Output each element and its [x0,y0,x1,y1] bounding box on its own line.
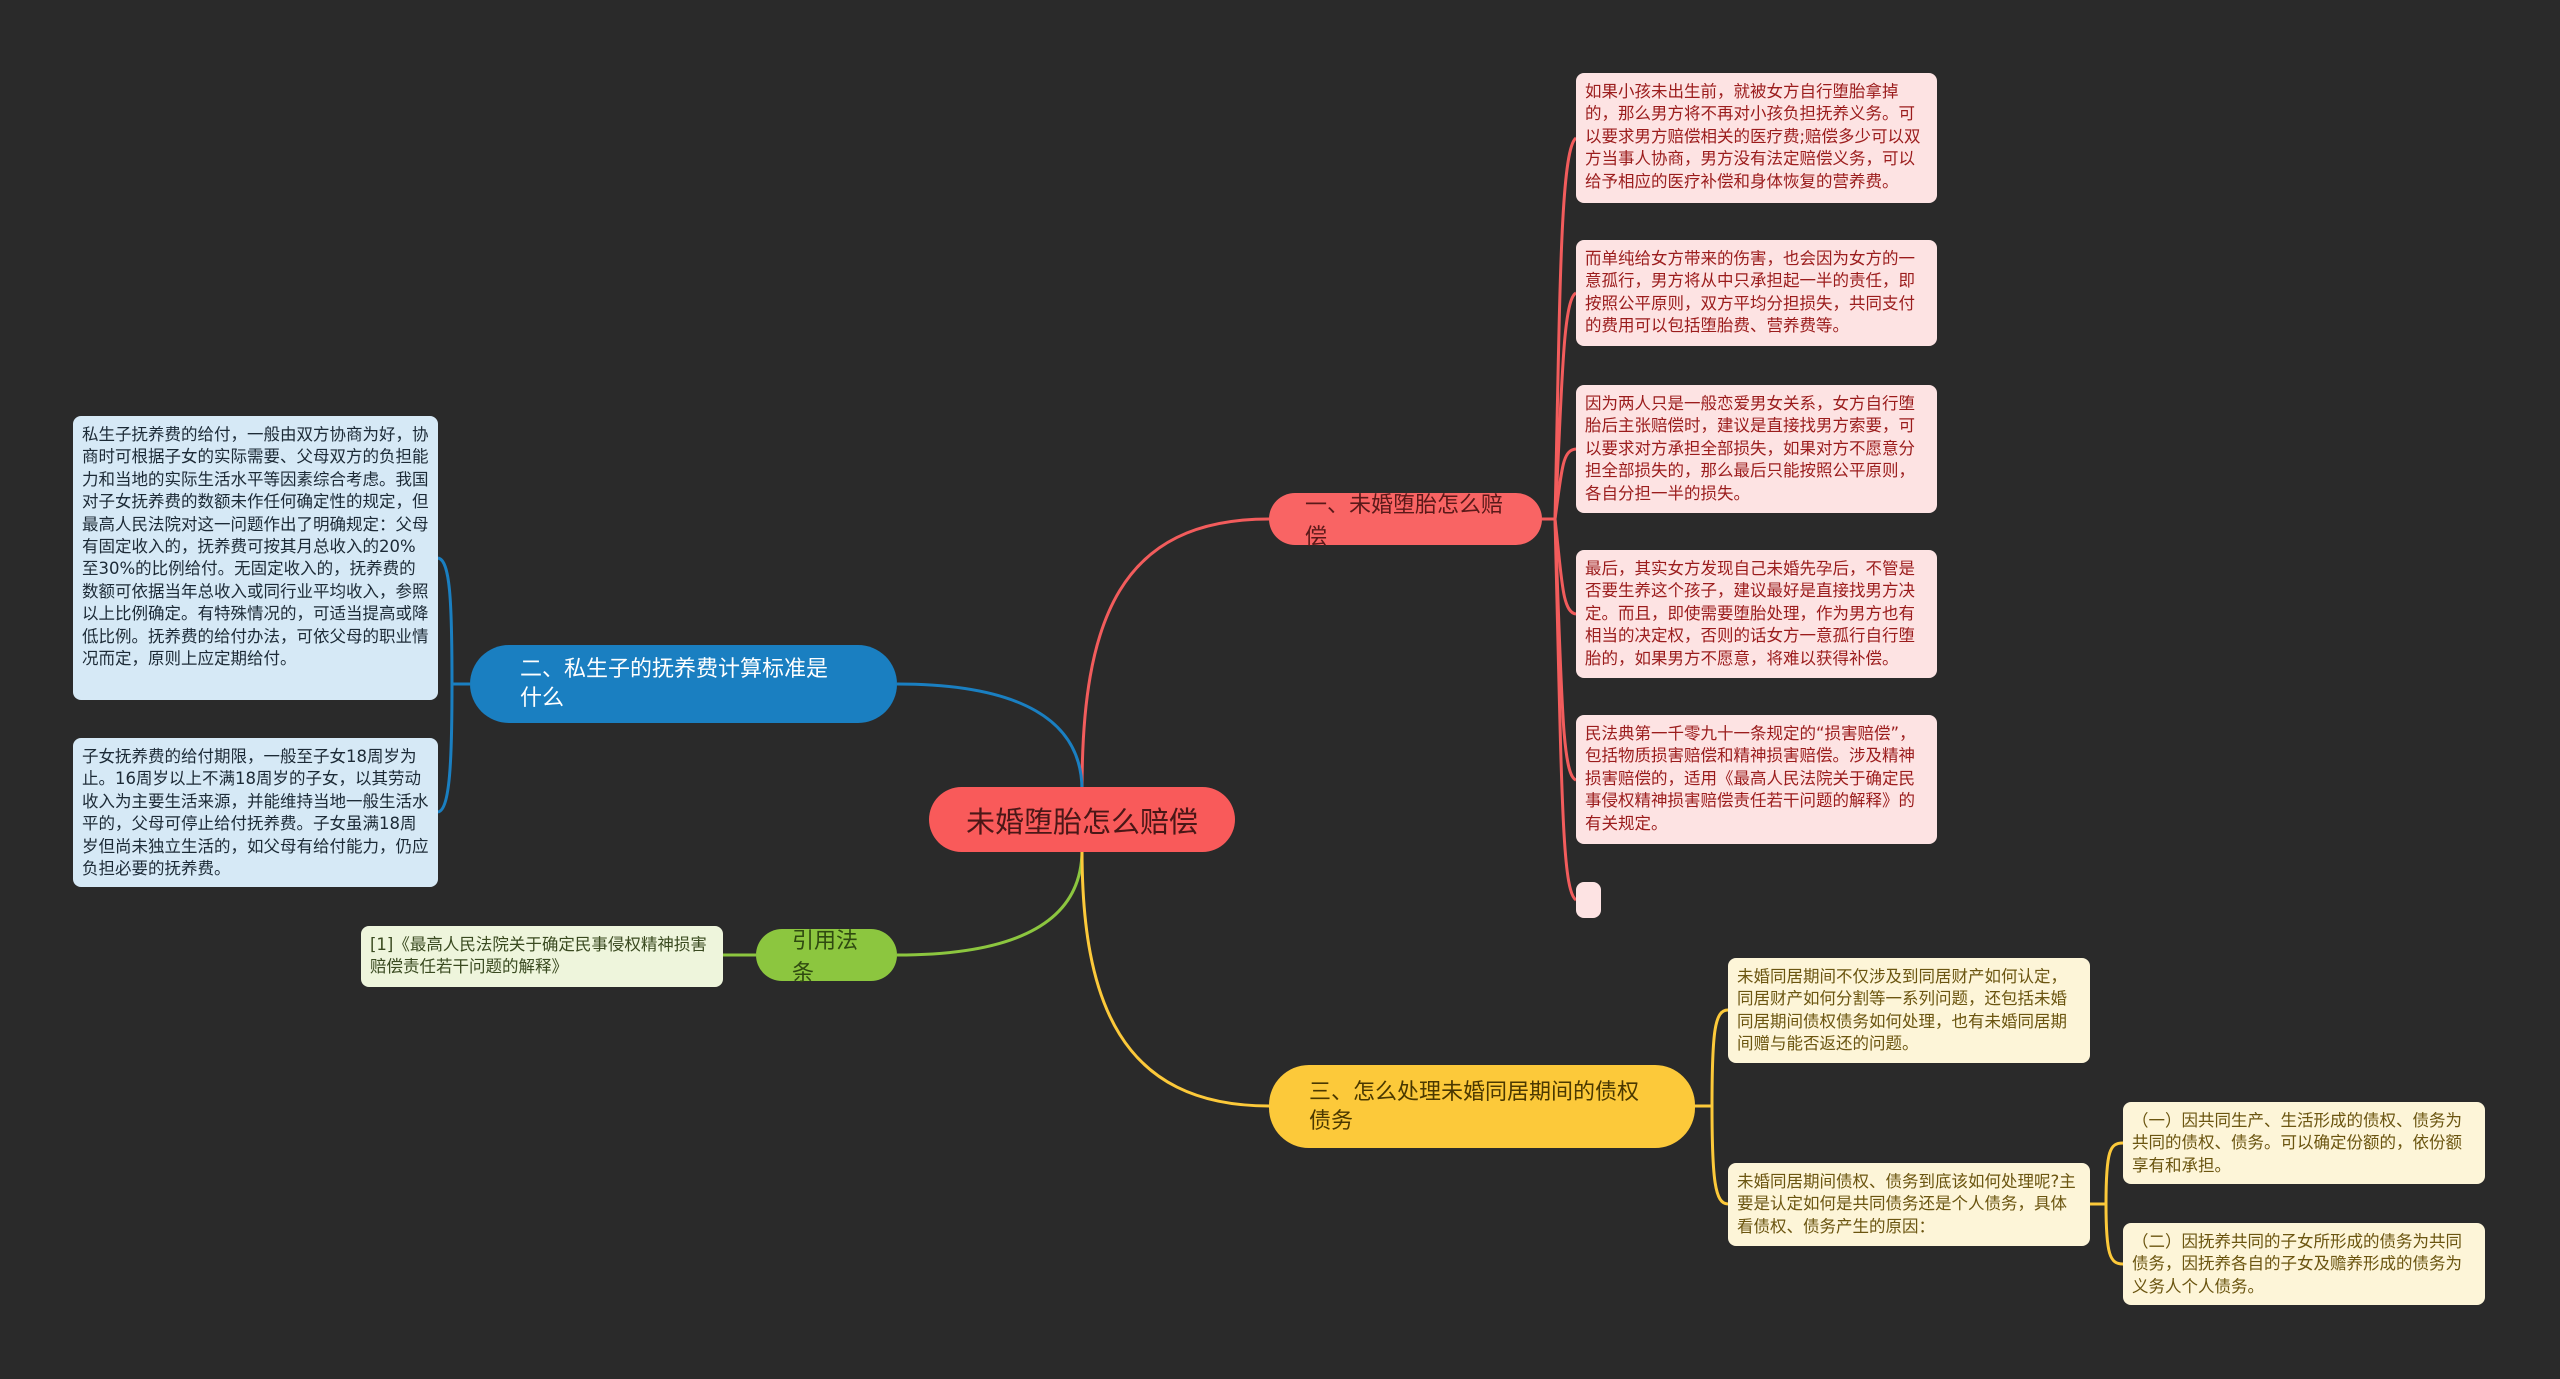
branch-2-topic[interactable]: 二、私生子的抚养费计算标准是什么 [470,645,897,723]
note-text: [1]《最高人民法院关于确定民事侵权精神损害赔偿责任若干问题的解释》 [370,935,707,977]
note-text: 因为两人只是一般恋爱男女关系，女方自行堕胎后主张赔偿时，建议是直接找男方索要，可… [1585,394,1915,503]
branch-label: 引用法条 [792,929,859,986]
branch-2-note-2[interactable]: 子女抚养费的给付期限，一般至子女18周岁为止。16周岁以上不满18周岁的子女，以… [73,738,438,887]
branch-2-note-1[interactable]: 私生子抚养费的给付，一般由双方协商为好，协商时可根据子女的实际需要、父母双方的负… [73,416,438,700]
branch-1-note-4[interactable]: 最后，其实女方发现自己未婚先孕后，不管是否要生养这个孩子，建议最好是直接找男方决… [1576,550,1937,678]
branch-1-topic[interactable]: 一、未婚堕胎怎么赔偿 [1269,493,1542,550]
branch-1-note-5[interactable]: 民法典第一千零九十一条规定的“损害赔偿”，包括物质损害赔偿和精神损害赔偿。涉及精… [1576,715,1937,844]
branch-1-note-3[interactable]: 因为两人只是一般恋爱男女关系，女方自行堕胎后主张赔偿时，建议是直接找男方索要，可… [1576,385,1937,513]
note-text: 未婚同居期间不仅涉及到同居财产如何认定，同居财产如何分割等一系列问题，还包括未婚… [1737,967,2067,1054]
branch-citation-topic[interactable]: 引用法条 [756,929,897,986]
branch-1-empty-note[interactable] [1576,882,1601,918]
branch-1-note-2[interactable]: 而单纯给女方带来的伤害，也会因为女方的一意孤行，男方将从中只承担起一半的责任，即… [1576,240,1937,346]
note-text: 而单纯给女方带来的伤害，也会因为女方的一意孤行，男方将从中只承担起一半的责任，即… [1585,249,1915,336]
branch-label: 三、怎么处理未婚同居期间的债权债务 [1309,1079,1640,1134]
note-text: 私生子抚养费的给付，一般由双方协商为好，协商时可根据子女的实际需要、父母双方的负… [82,425,429,669]
branch-3-subnote-2[interactable]: （二）因抚养共同的子女所形成的债务为共同债务，因抚养各自的子女及赡养形成的债务为… [2123,1223,2485,1305]
note-text: 未婚同居期间债权、债务到底该如何处理呢?主要是认定如何是共同债务还是个人债务，具… [1737,1172,2076,1236]
branch-3-note-2[interactable]: 未婚同居期间债权、债务到底该如何处理呢?主要是认定如何是共同债务还是个人债务，具… [1728,1163,2090,1246]
branch-3-topic[interactable]: 三、怎么处理未婚同居期间的债权债务 [1269,1065,1695,1148]
branch-label: 一、未婚堕胎怎么赔偿 [1305,493,1504,550]
note-text: 民法典第一千零九十一条规定的“损害赔偿”，包括物质损害赔偿和精神损害赔偿。涉及精… [1585,724,1916,833]
note-text: 如果小孩未出生前，就被女方自行堕胎拿掉的，那么男方将不再对小孩负担抚养义务。可以… [1585,82,1921,191]
note-text: （一）因共同生产、生活形成的债权、债务为共同的债权、债务。可以确定份额的，依份额… [2132,1111,2462,1175]
branch-label: 二、私生子的抚养费计算标准是什么 [520,657,829,711]
branch-3-subnote-1[interactable]: （一）因共同生产、生活形成的债权、债务为共同的债权、债务。可以确定份额的，依份额… [2123,1102,2485,1184]
citation-note[interactable]: [1]《最高人民法院关于确定民事侵权精神损害赔偿责任若干问题的解释》 [361,926,723,987]
central-topic[interactable]: 未婚堕胎怎么赔偿 [929,787,1235,852]
branch-3-note-1[interactable]: 未婚同居期间不仅涉及到同居财产如何认定，同居财产如何分割等一系列问题，还包括未婚… [1728,958,2090,1063]
note-text: （二）因抚养共同的子女所形成的债务为共同债务，因抚养各自的子女及赡养形成的债务为… [2132,1232,2462,1296]
note-text: 最后，其实女方发现自己未婚先孕后，不管是否要生养这个孩子，建议最好是直接找男方决… [1585,559,1915,668]
note-text: 子女抚养费的给付期限，一般至子女18周岁为止。16周岁以上不满18周岁的子女，以… [82,747,429,879]
branch-1-note-1[interactable]: 如果小孩未出生前，就被女方自行堕胎拿掉的，那么男方将不再对小孩负担抚养义务。可以… [1576,73,1937,203]
central-topic-label: 未婚堕胎怎么赔偿 [965,804,1198,839]
